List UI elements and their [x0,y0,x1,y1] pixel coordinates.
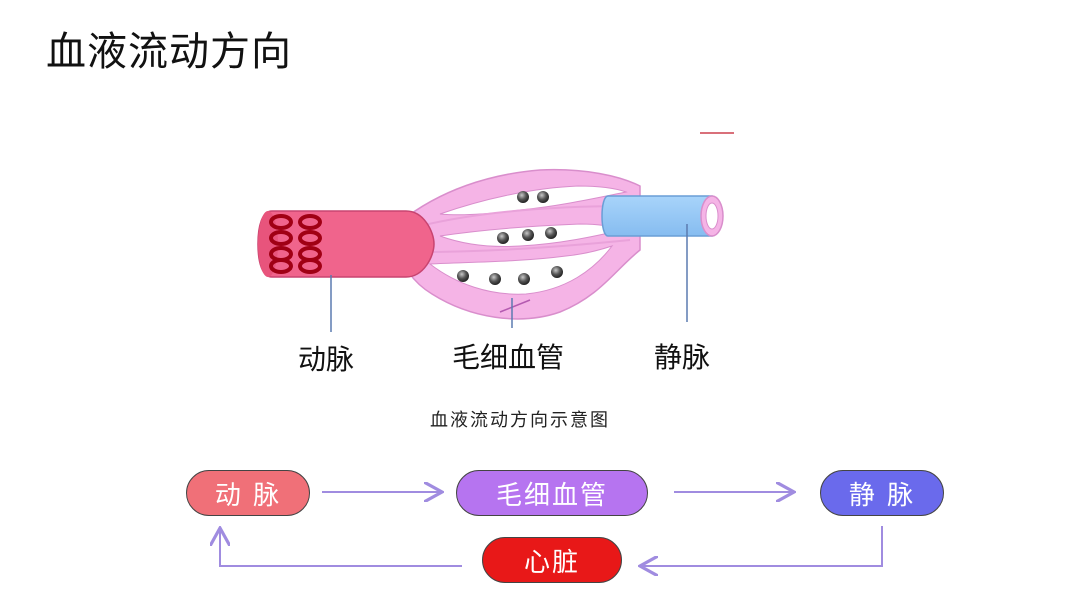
flow-node-capillary: 毛细血管 [456,470,648,516]
capillary-gap-bottom [428,245,614,295]
flow-node-artery: 动 脉 [186,470,310,516]
vein-label: 静脉 [654,341,711,374]
artery-label: 动脉 [298,343,355,376]
capillary-label: 毛细血管 [452,341,565,374]
artery-shape [257,210,435,278]
page-title: 血液流动方向 [46,29,292,75]
flow-node-heart: 心脏 [482,537,622,583]
diagram-caption: 血液流动方向示意图 [430,410,610,431]
vein-shape [601,195,724,237]
decorative-line [700,132,734,134]
capillary-blood-cells [457,191,563,285]
flow-node-vein: 静 脉 [820,470,944,516]
